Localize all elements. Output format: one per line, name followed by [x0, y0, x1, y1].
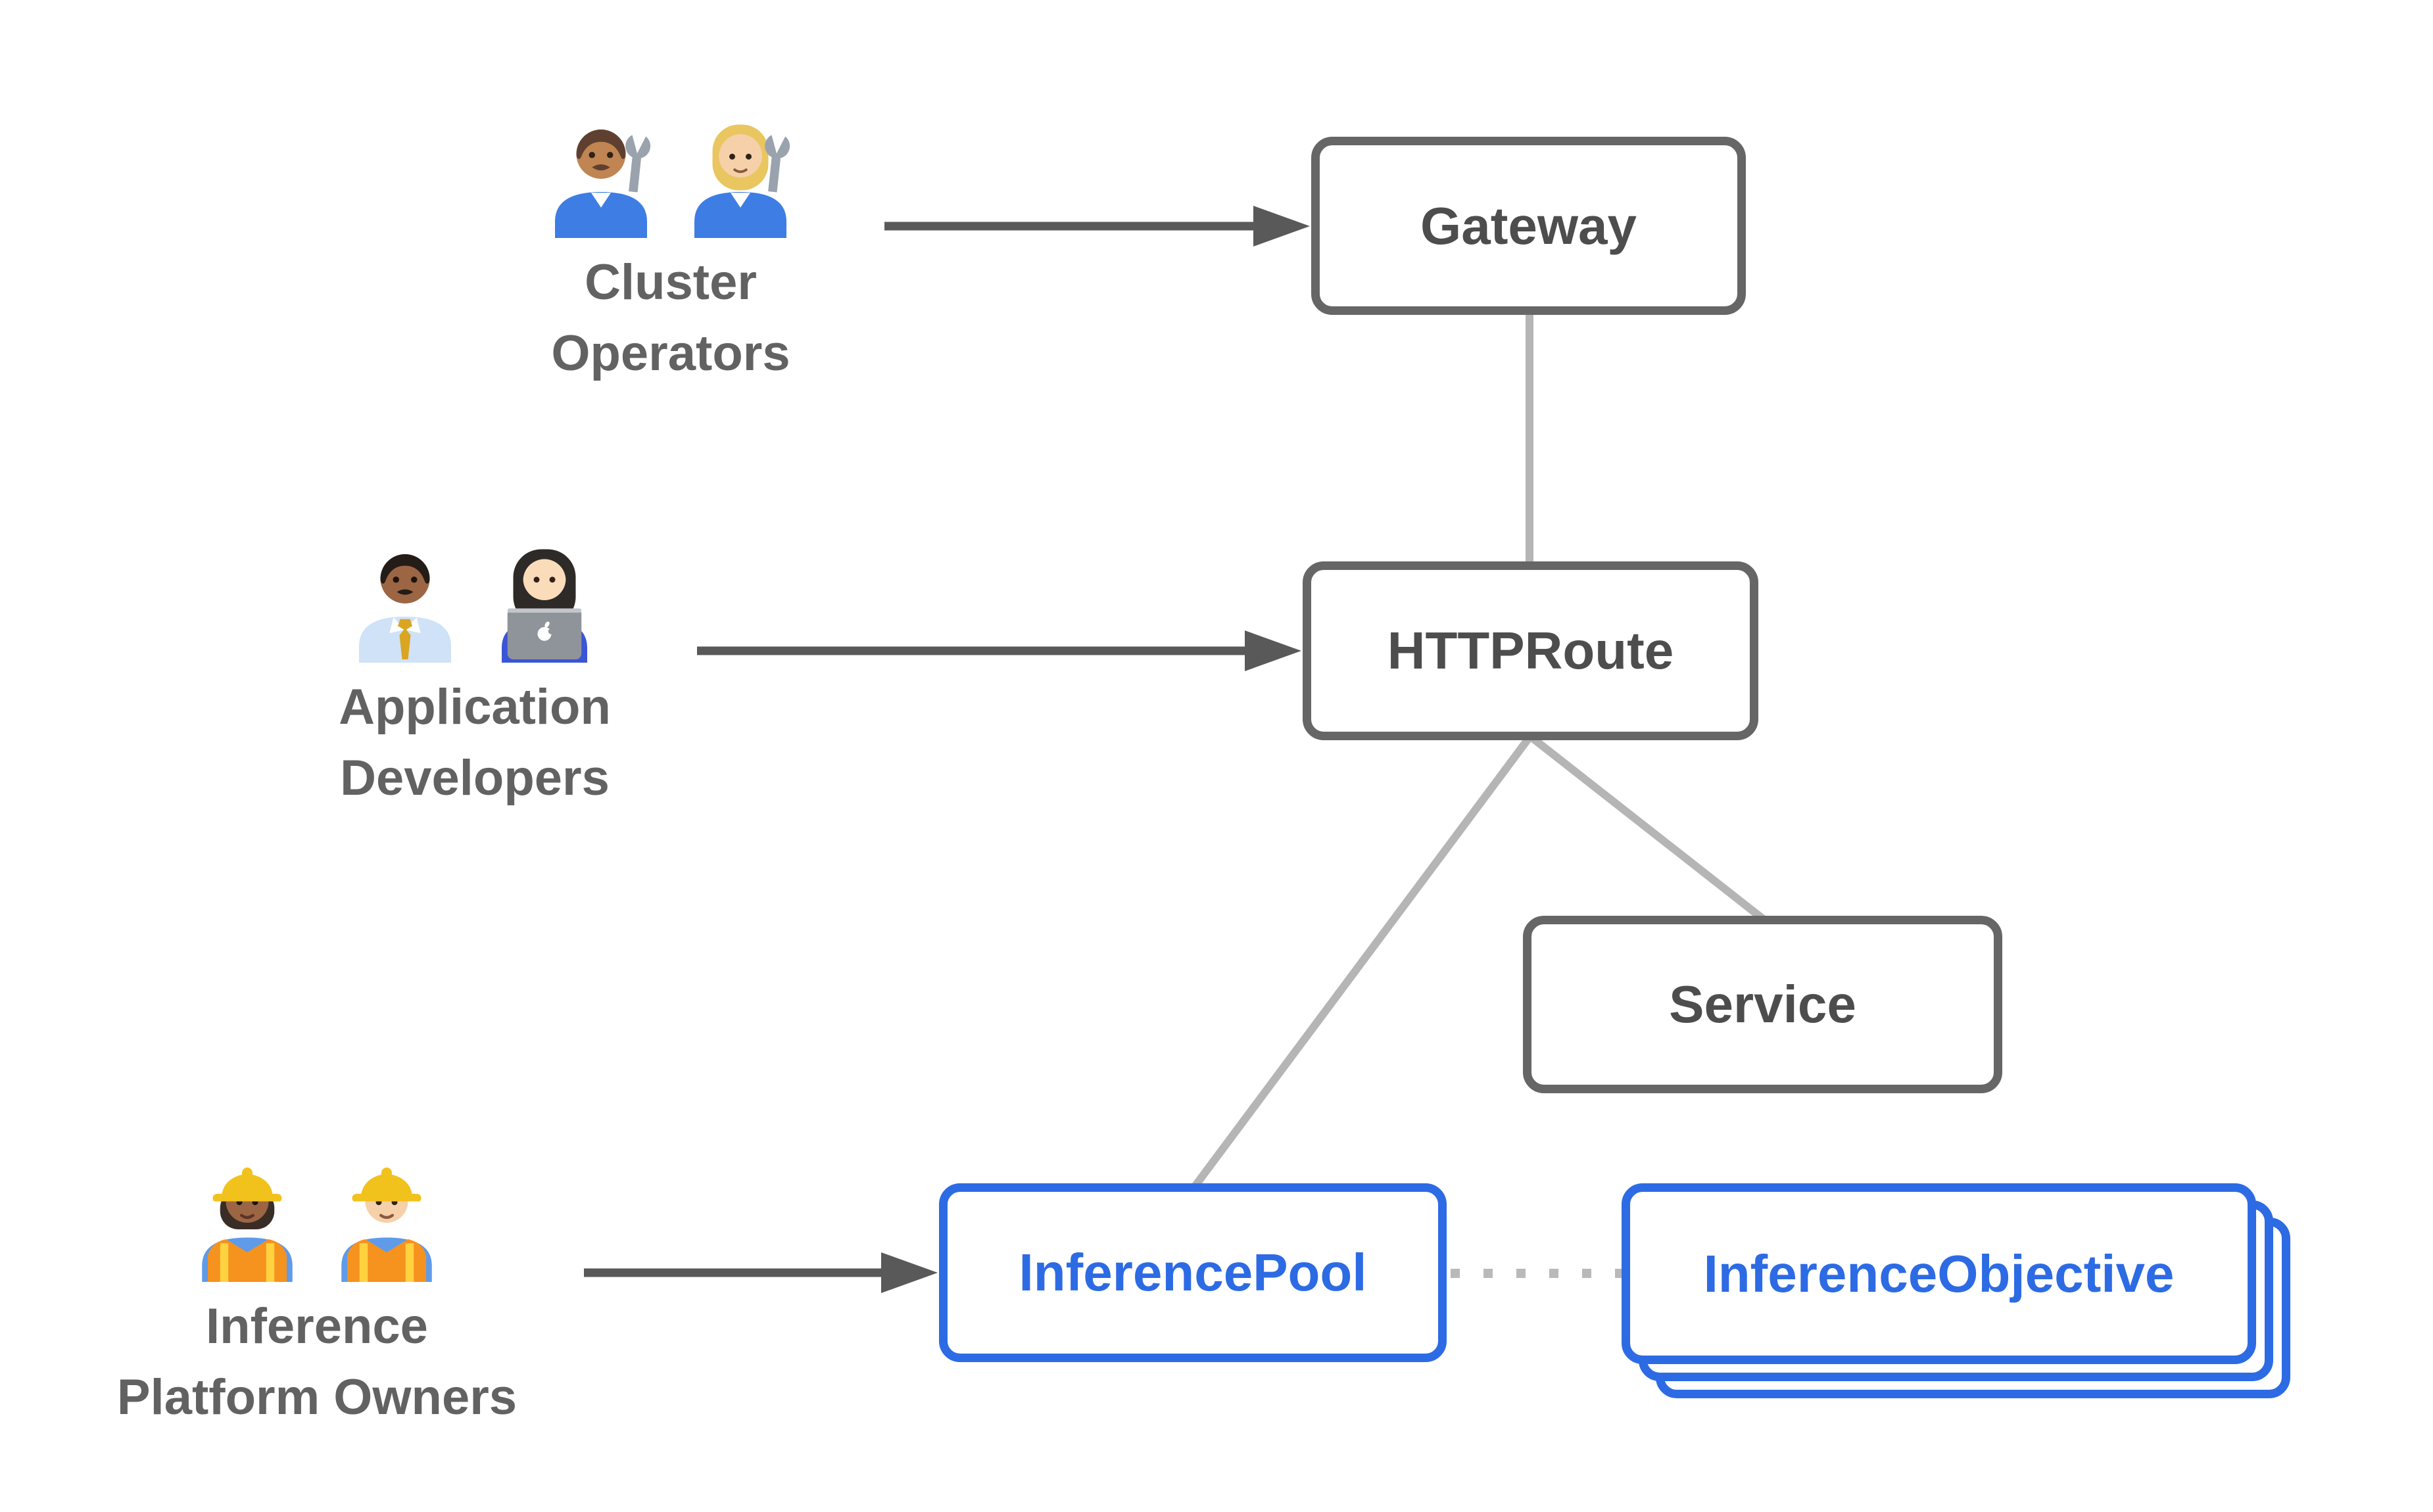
persona-cluster-operators-icons: [535, 106, 806, 238]
persona-inference-platform-owners: Inference Platform Owners: [54, 1150, 580, 1433]
arrow-inference-platform-owners-to-inferencepool: [584, 1252, 938, 1293]
node-inferencepool: InferencePool: [939, 1183, 1447, 1362]
node-gateway: Gateway: [1311, 137, 1746, 315]
woman-technologist-emoji: [502, 549, 587, 663]
woman-mechanic-emoji: [694, 124, 792, 238]
persona-cluster-operators-label-line2: Operators: [551, 325, 790, 381]
persona-inference-platform-owners-label-line2: Platform Owners: [116, 1369, 518, 1425]
persona-cluster-operators: Cluster Operators: [408, 106, 934, 389]
persona-inference-platform-owners-label: Inference Platform Owners: [117, 1291, 517, 1433]
persona-application-developers-label-line1: Application: [339, 679, 611, 735]
persona-application-developers-label-line2: Developers: [340, 750, 610, 806]
node-inferenceobjective-label: InferenceObjective: [1703, 1244, 2175, 1303]
node-service: Service: [1523, 916, 2002, 1093]
persona-inference-platform-owners-label-line1: Inference: [206, 1298, 428, 1354]
persona-application-developers-label: Application Developers: [339, 672, 611, 814]
node-httproute-label: HTTPRoute: [1387, 621, 1674, 680]
man-construction-worker-emoji: [341, 1168, 432, 1282]
persona-cluster-operators-label-line1: Cluster: [585, 254, 757, 310]
node-gateway-label: Gateway: [1420, 196, 1637, 255]
edge-httproute-service: [1528, 733, 1768, 924]
man-office-worker-emoji: [359, 554, 451, 663]
arrow-cluster-operators-to-gateway: [884, 206, 1310, 247]
node-service-label: Service: [1669, 975, 1856, 1033]
persona-application-developers-icons: [339, 531, 610, 663]
woman-construction-worker-emoji: [202, 1168, 293, 1282]
node-inferenceobjective: InferenceObjective: [1622, 1183, 2256, 1364]
persona-inference-platform-owners-icons: [181, 1150, 452, 1282]
node-inferencepool-label: InferencePool: [1019, 1243, 1367, 1302]
persona-application-developers: Application Developers: [212, 531, 738, 814]
edge-httproute-inferencepool: [1191, 734, 1533, 1190]
man-mechanic-emoji: [555, 129, 652, 238]
node-httproute: HTTPRoute: [1303, 561, 1758, 740]
arrow-application-developers-to-httproute: [697, 630, 1301, 671]
persona-cluster-operators-label: Cluster Operators: [551, 247, 790, 389]
